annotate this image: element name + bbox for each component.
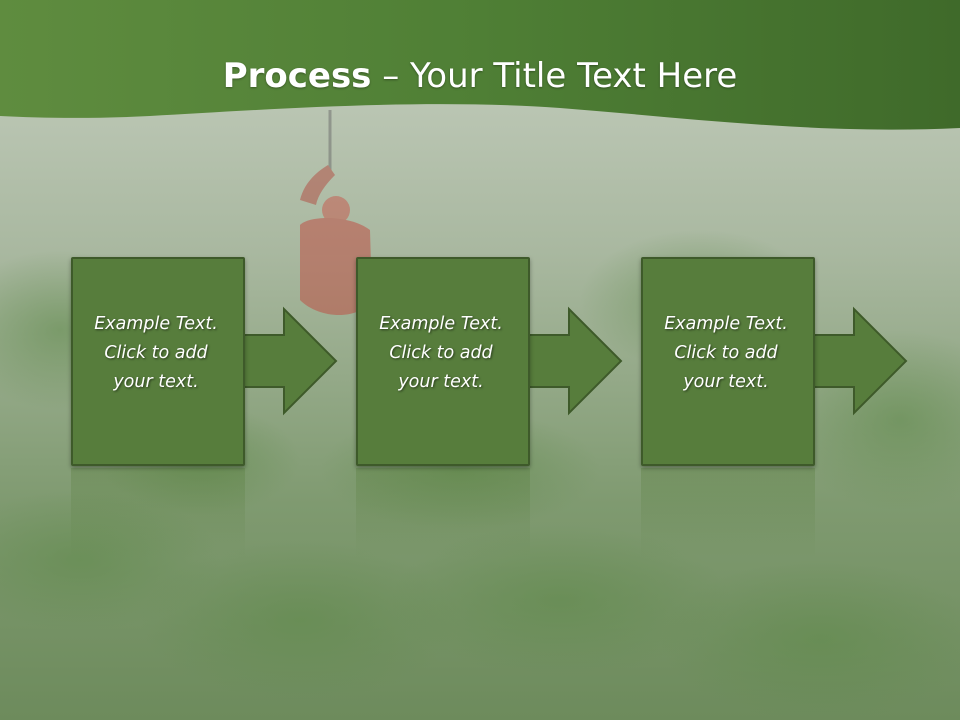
step-2-line-3: your text.	[398, 372, 484, 392]
step-3-box-shape	[641, 257, 815, 466]
step-1-line-2: Click to add	[104, 343, 208, 363]
step-2-line-1: Example Text.	[379, 314, 503, 334]
step-2-reflection	[356, 468, 530, 558]
step-3-arrow-icon[interactable]	[808, 305, 912, 417]
slide-title-bold: Process	[222, 56, 372, 96]
step-3-line-1: Example Text.	[664, 314, 788, 334]
slide-title-rest: – Your Title Text Here	[371, 56, 738, 96]
step-2-box[interactable]: Example Text. Click to add your text.	[356, 257, 530, 466]
step-1-reflection	[71, 468, 245, 558]
step-2-text[interactable]: Example Text. Click to add your text.	[356, 310, 526, 397]
step-1-arrow-icon[interactable]	[238, 305, 342, 417]
step-3-reflection	[641, 468, 815, 558]
step-3-line-2: Click to add	[674, 343, 778, 363]
step-3-line-3: your text.	[683, 372, 769, 392]
step-3-text[interactable]: Example Text. Click to add your text.	[641, 310, 811, 397]
slide-title[interactable]: Process – Your Title Text Here	[0, 54, 960, 98]
step-3-box[interactable]: Example Text. Click to add your text.	[641, 257, 815, 466]
step-1-box[interactable]: Example Text. Click to add your text.	[71, 257, 245, 466]
header-banner	[0, 0, 960, 130]
step-1-text[interactable]: Example Text. Click to add your text.	[71, 310, 241, 397]
zipline-person-figure	[300, 110, 372, 315]
step-2-arrow-icon[interactable]	[523, 305, 627, 417]
step-1-line-1: Example Text.	[94, 314, 218, 334]
step-1-box-shape	[71, 257, 245, 466]
step-2-box-shape	[356, 257, 530, 466]
step-2-line-2: Click to add	[389, 343, 493, 363]
step-1-line-3: your text.	[113, 372, 199, 392]
